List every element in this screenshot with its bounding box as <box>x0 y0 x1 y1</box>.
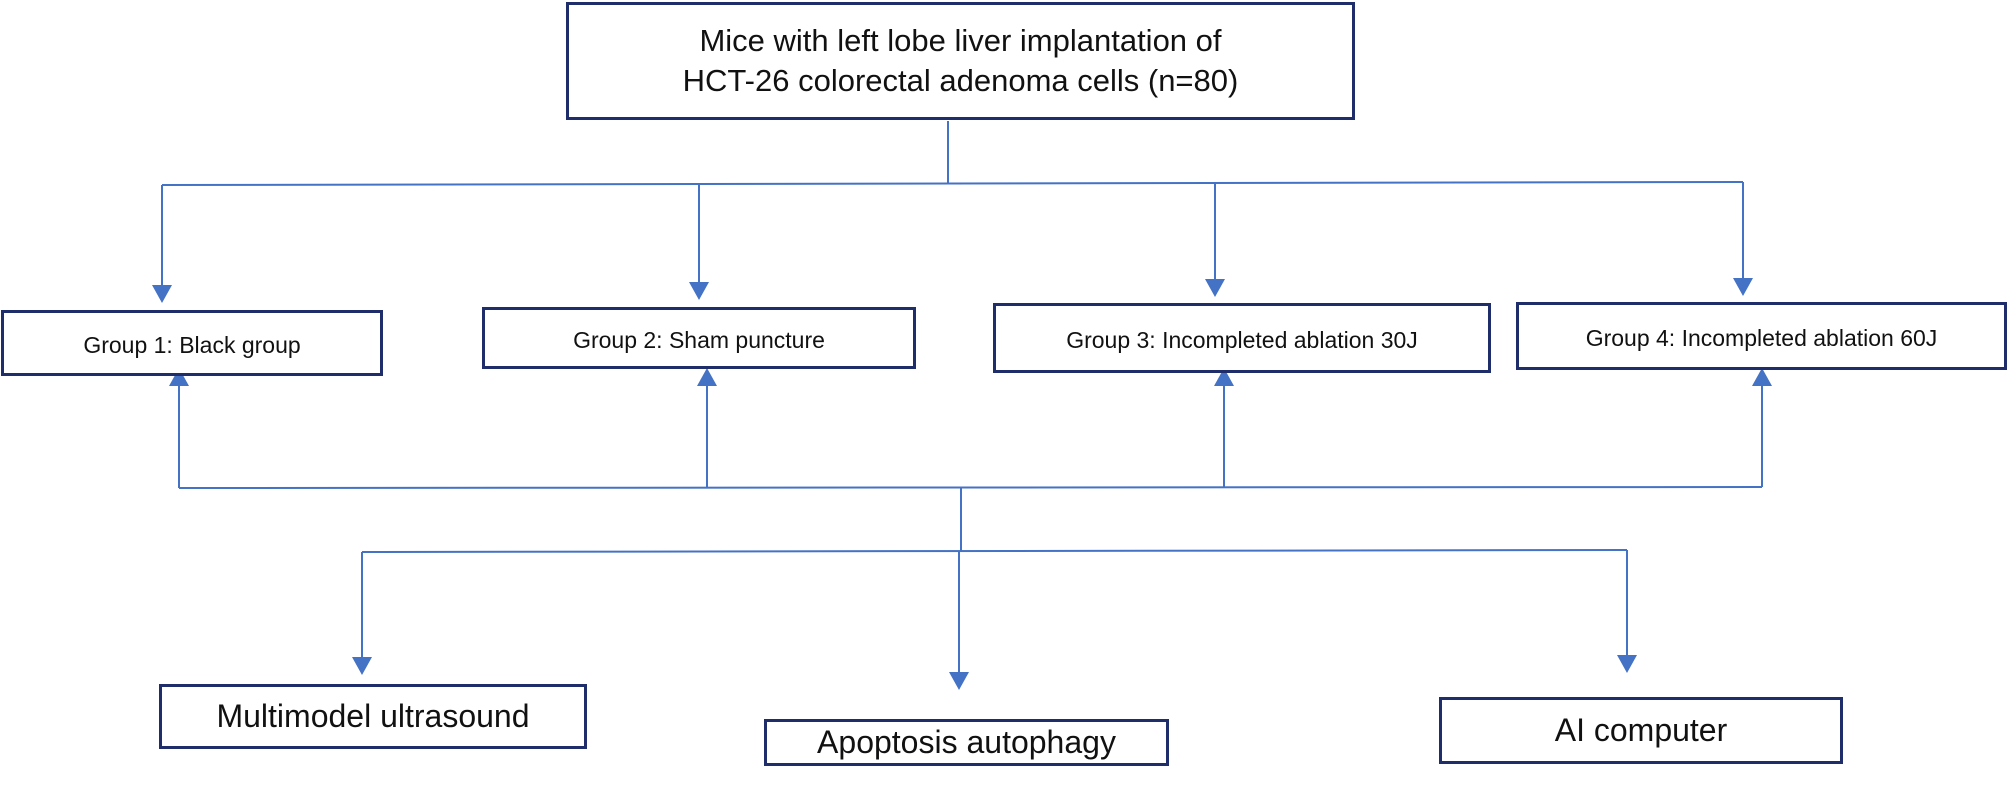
outcome-ai-computer-box: AI computer <box>1439 697 1843 764</box>
arrow-to-group-3 <box>1205 279 1225 297</box>
outcome-2-label: Apoptosis autophagy <box>817 724 1116 760</box>
group-1-box: Group 1: Black group <box>1 310 383 376</box>
group-split-line <box>161 181 1744 186</box>
group-3-label: Group 3: Incompleted ablation 30J <box>1066 326 1418 353</box>
group-1-label: Group 1: Black group <box>83 331 301 358</box>
arrow-to-outcome-2 <box>949 672 969 690</box>
group-2-label: Group 2: Sham puncture <box>573 326 825 353</box>
group-2-box: Group 2: Sham puncture <box>482 307 916 369</box>
arrow-up-group-4 <box>1752 368 1772 386</box>
arrow-up-group-2 <box>697 368 717 386</box>
arrow-up-group-1 <box>169 368 189 386</box>
group-4-label: Group 4: Incompleted ablation 60J <box>1585 324 1938 351</box>
outcome-split-line <box>361 549 1628 553</box>
arrow-to-group-1 <box>152 285 172 303</box>
arrow-up-group-3 <box>1214 368 1234 386</box>
group-3-box: Group 3: Incompleted ablation 30J <box>993 303 1491 373</box>
source-population-line-2: HCT-26 colorectal adenoma cells (n=80) <box>682 63 1239 98</box>
outcome-1-label: Multimodel ultrasound <box>216 698 530 734</box>
outcome-apoptosis-autophagy-box: Apoptosis autophagy <box>764 719 1169 766</box>
arrow-to-group-4 <box>1733 278 1753 296</box>
collector-line <box>178 486 1763 489</box>
arrow-to-outcome-1 <box>352 657 372 675</box>
source-population-line-1: Mice with left lobe liver implantation o… <box>699 23 1222 58</box>
arrow-to-outcome-3 <box>1617 655 1637 673</box>
arrow-to-group-2 <box>689 282 709 300</box>
outcome-multimodel-ultrasound-box: Multimodel ultrasound <box>159 684 587 749</box>
outcome-3-label: AI computer <box>1554 712 1728 748</box>
source-population-box: Mice with left lobe liver implantation o… <box>566 2 1355 120</box>
group-4-box: Group 4: Incompleted ablation 60J <box>1516 302 2007 370</box>
